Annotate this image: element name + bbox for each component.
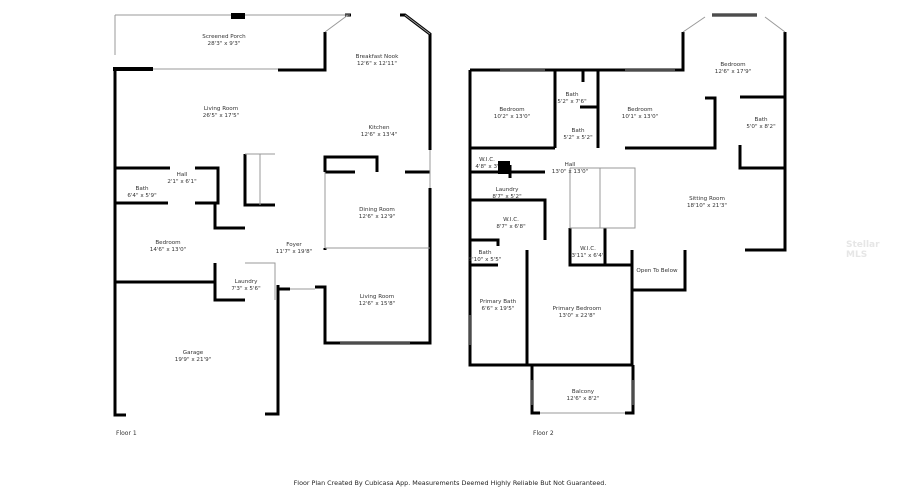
floor2-title: Floor 2 [533, 430, 554, 437]
room-wic-2: W.I.C.8'7" x 6'8" [496, 217, 526, 230]
floor1-thin-lines [114, 14, 431, 344]
chimney-block [498, 161, 510, 174]
room-wic-1: W.I.C.4'8" x 3' [475, 157, 499, 170]
floor1-title: Floor 1 [116, 430, 137, 437]
watermark: Stellar MLS [846, 240, 880, 260]
room-open-to-below: Open To Below [636, 268, 678, 274]
fireplace [231, 13, 245, 19]
room-wic-3: W.I.C.3'11" x 6'4" [571, 246, 605, 259]
disclaimer-footer: Floor Plan Created By Cubicasa App. Meas… [293, 479, 607, 487]
floor2-thin-lines [469, 14, 757, 414]
